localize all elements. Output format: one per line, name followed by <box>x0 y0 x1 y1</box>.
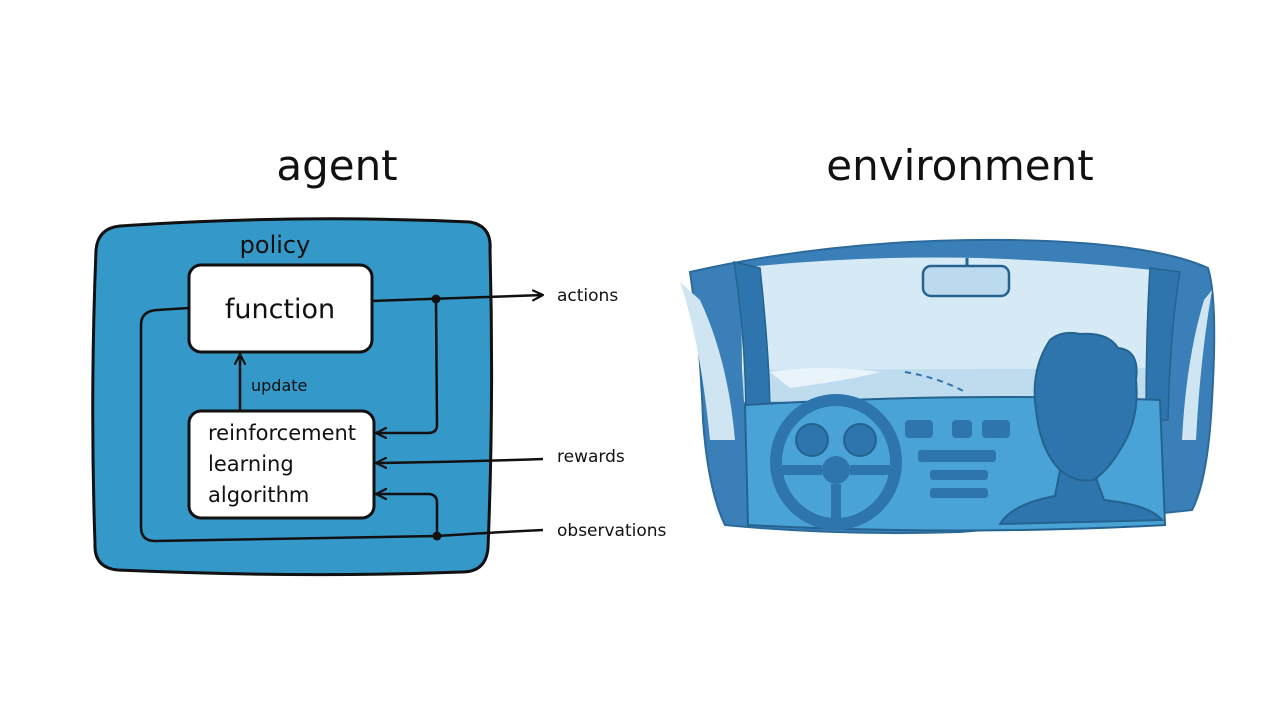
rewards-label: rewards <box>557 447 625 467</box>
actions-arrow <box>371 295 543 303</box>
algorithm-line-2: learning <box>208 452 294 476</box>
agent-title: agent <box>276 141 397 190</box>
environment-title: environment <box>826 141 1093 190</box>
algorithm-line-3: algorithm <box>208 483 309 507</box>
observations-line <box>139 306 544 543</box>
algorithm-line-1: reinforcement <box>208 421 356 445</box>
car-driver-windshield-scene <box>680 238 1216 535</box>
update-label: update <box>251 376 307 395</box>
policy-label: policy <box>240 231 311 259</box>
function-label: function <box>225 294 335 325</box>
observations-label: observations <box>557 521 667 541</box>
actions-label: actions <box>557 286 618 306</box>
algorithm-box <box>187 409 376 520</box>
observations-to-algorithm <box>376 494 439 536</box>
actions-feedback-line <box>376 298 439 433</box>
rewards-arrow <box>376 459 544 463</box>
